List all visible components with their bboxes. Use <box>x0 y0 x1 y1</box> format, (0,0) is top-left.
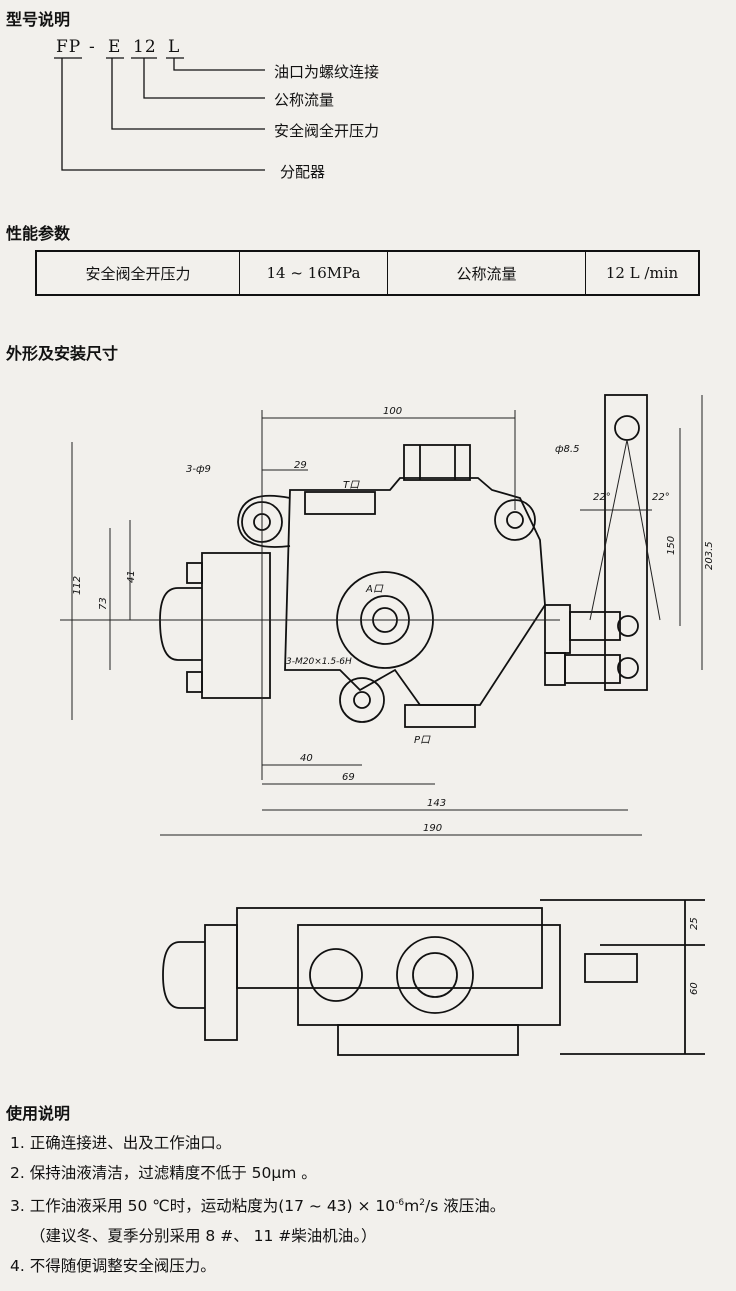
dim-25: 25 <box>689 917 700 930</box>
usage-item-3-unit-m: m <box>404 1197 420 1216</box>
port-a-label: A口 <box>365 584 384 595</box>
port-t-label: T口 <box>343 480 360 491</box>
dim-73: 73 <box>98 597 109 610</box>
perf-cell-pressure-label: 安全阀全开压力 <box>35 250 240 296</box>
perf-cell-flow-label: 公称流量 <box>387 250 586 296</box>
usage-item-3: 3. 工作油液采用 50 ℃时，运动粘度为(17 ~ 43) × 10-6m2/… <box>10 1188 505 1221</box>
model-label-flow: 公称流量 <box>274 91 335 109</box>
thread-label: 3-M20×1.5-6H <box>286 657 352 667</box>
performance-section-title: 性能参数 <box>6 224 71 243</box>
top-view <box>162 899 705 1056</box>
dim-190: 190 <box>423 823 442 834</box>
dim-angle-left: 22° <box>593 492 611 503</box>
perf-cell-flow-value: 12 L /min <box>585 250 700 296</box>
dim-150: 150 <box>666 536 677 555</box>
dim-40: 40 <box>300 753 313 764</box>
usage-notes: 1. 正确连接进、出及工作油口。 2. 保持油液清洁，过滤精度不低于 50μm … <box>10 1128 505 1281</box>
code-fp: FP <box>56 37 82 57</box>
model-section-title: 型号说明 <box>6 10 71 29</box>
dim-3phi9: 3-ф9 <box>186 464 211 475</box>
performance-table: 安全阀全开压力 14 ~ 16MPa 公称流量 12 L /min <box>35 250 700 296</box>
usage-item-4: 4. 不得随便调整安全阀压力。 <box>10 1257 216 1276</box>
usage-item-3-rest: /s 液压油。 <box>424 1197 506 1216</box>
technical-drawing: 100 29 3-ф9 T口 ф8.5 22° 22° 150 203.5 41… <box>60 394 715 1056</box>
model-leader-lines <box>54 57 265 171</box>
dim-112: 112 <box>72 576 83 595</box>
dimension-text: 100 29 3-ф9 T口 ф8.5 22° 22° 150 203.5 41… <box>72 406 715 995</box>
usage-item-3-unit-square: 2 <box>419 1198 425 1208</box>
dimensions-section-title: 外形及安装尺寸 <box>6 344 119 363</box>
dimension-lines <box>60 395 703 836</box>
port-p-label: P口 <box>414 735 431 746</box>
model-label-pressure: 安全阀全开压力 <box>274 122 380 140</box>
dim-angle-right: 22° <box>652 492 670 503</box>
usage-item-3-text: 3. 工作油液采用 50 ℃时，运动粘度为(17 ~ 43) × 10 <box>10 1197 396 1216</box>
usage-item-2: 2. 保持油液清洁，过滤精度不低于 50μm 。 <box>10 1164 317 1182</box>
dim-41: 41 <box>126 570 137 583</box>
model-label-thread: 油口为螺纹连接 <box>274 63 380 81</box>
perf-cell-pressure-value: 14 ~ 16MPa <box>239 250 388 296</box>
code-12: 12 <box>133 37 157 57</box>
code-dash: - <box>89 37 96 57</box>
usage-item-3-note: （建议冬、夏季分别采用 8 #、 11 #柴油机油。） <box>30 1227 377 1246</box>
dim-143: 143 <box>427 798 446 809</box>
dim-60: 60 <box>689 982 700 995</box>
dim-100: 100 <box>383 406 402 417</box>
code-l: L <box>168 37 181 57</box>
dim-69: 69 <box>342 772 355 783</box>
code-e: E <box>108 37 122 57</box>
usage-item-3-exponent: -6 <box>395 1198 405 1208</box>
model-label-distributor: 分配器 <box>280 163 326 181</box>
dim-29: 29 <box>294 460 307 471</box>
dim-2035: 203.5 <box>704 541 715 570</box>
usage-section-title: 使用说明 <box>6 1104 71 1123</box>
dim-phi85: ф8.5 <box>555 444 579 455</box>
usage-item-1: 1. 正确连接进、出及工作油口。 <box>10 1134 232 1152</box>
